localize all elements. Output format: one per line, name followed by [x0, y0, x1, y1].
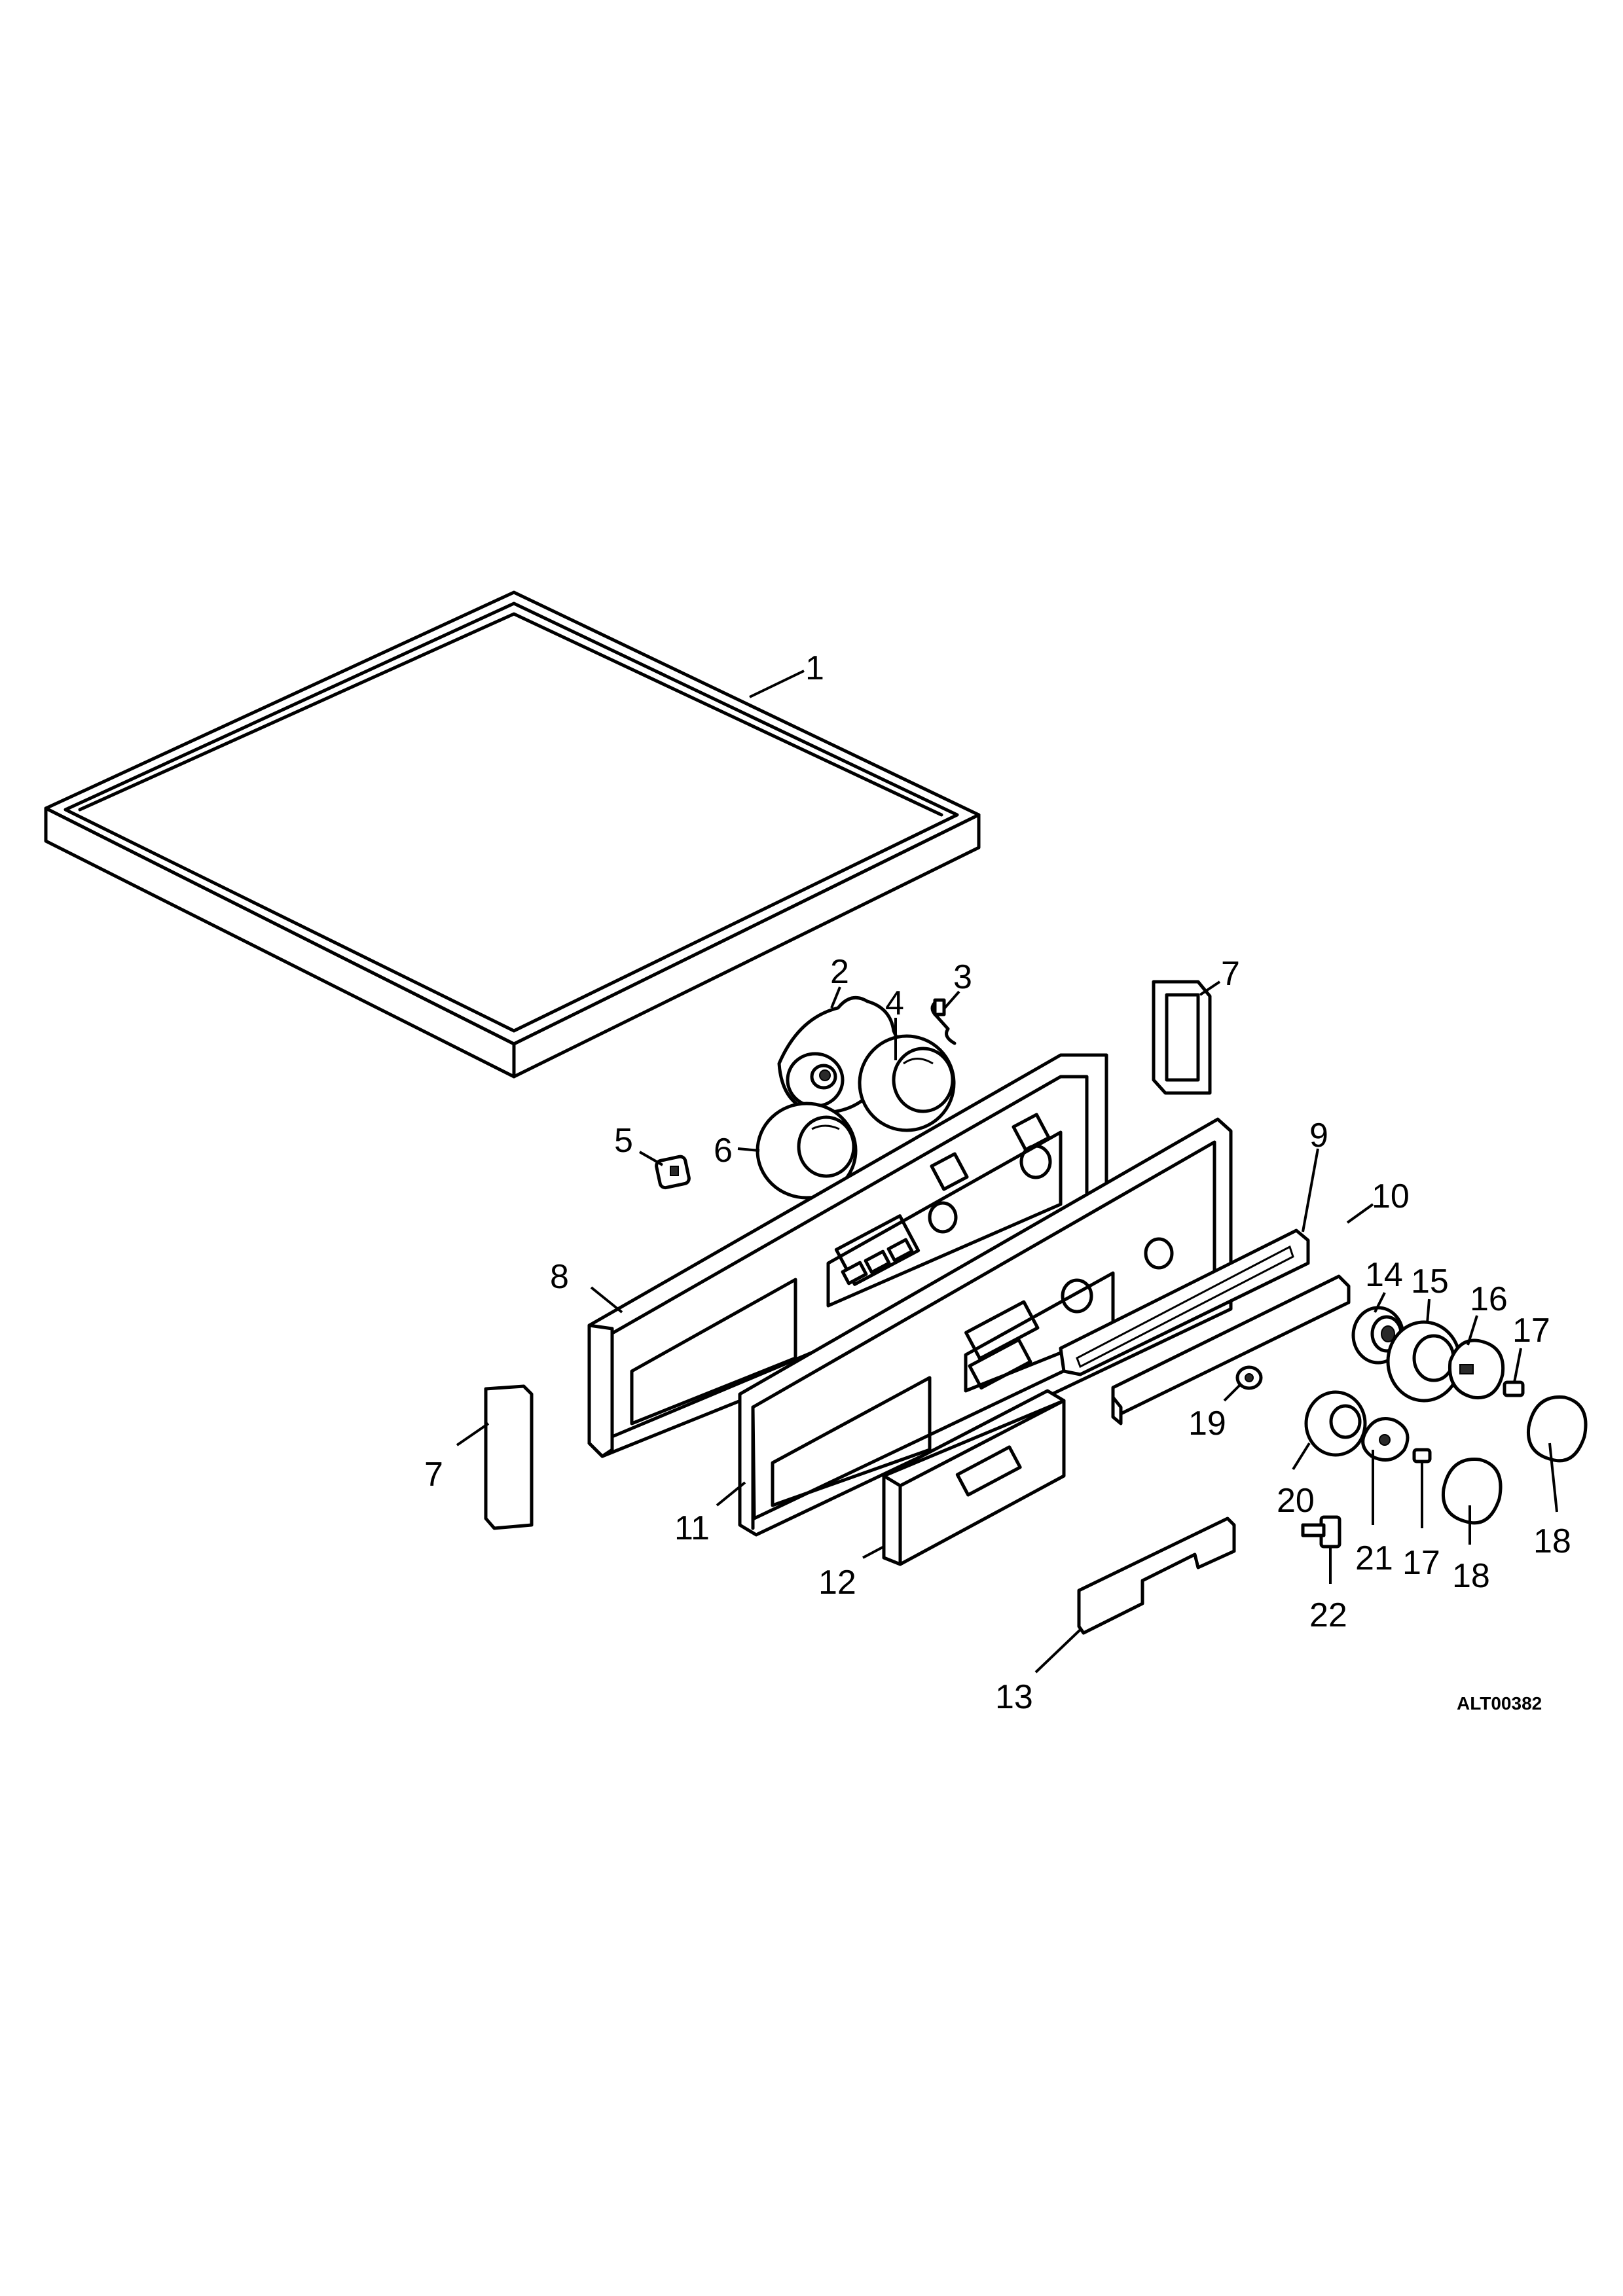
part-1-top-panel [44, 590, 981, 1079]
callout-21: 21 [1355, 1539, 1393, 1577]
callout-16: 16 [1470, 1280, 1508, 1318]
part-17-pin-lower [1412, 1448, 1432, 1463]
callout-18-right: 18 [1533, 1522, 1571, 1560]
part-18-cap-right [1526, 1395, 1588, 1463]
callout-11: 11 [674, 1509, 710, 1547]
part-5-button [655, 1155, 691, 1190]
part-17-pin-upper [1503, 1380, 1525, 1397]
part-4-knob [858, 1034, 956, 1132]
part-7-end-cap-lower [484, 1384, 534, 1530]
part-6-knob [756, 1102, 858, 1200]
callout-14: 14 [1365, 1256, 1403, 1294]
callout-12: 12 [818, 1564, 856, 1602]
part-15-dial-ring [1386, 1320, 1462, 1403]
part-13-cover-plate [1077, 1516, 1236, 1635]
callout-18-lower: 18 [1452, 1557, 1490, 1595]
callout-17-upper: 17 [1512, 1312, 1550, 1350]
part-21-coupler [1361, 1417, 1410, 1462]
part-22-key [1301, 1515, 1341, 1549]
callout-17-lower: 17 [1402, 1544, 1440, 1582]
callout-10: 10 [1372, 1177, 1410, 1215]
callout-15: 15 [1411, 1263, 1449, 1300]
callout-4: 4 [885, 984, 904, 1022]
leader-lines [456, 670, 1558, 1674]
callout-22: 22 [1309, 1596, 1347, 1634]
callout-9: 9 [1309, 1117, 1328, 1155]
part-18-cap-lower [1441, 1458, 1503, 1525]
part-19-screw [1235, 1365, 1263, 1390]
callout-8: 8 [550, 1258, 569, 1296]
part-12-bracket [882, 1389, 1066, 1566]
reference-code: ALT00382 [1457, 1693, 1542, 1713]
part-8-console-frame-rear [587, 1053, 1108, 1458]
callout-3: 3 [953, 958, 972, 996]
callout-19: 19 [1188, 1405, 1226, 1443]
callout-6: 6 [714, 1132, 733, 1170]
part-16-knob [1448, 1338, 1505, 1400]
part-3-clip [930, 998, 957, 1045]
callout-7-upper: 7 [1221, 955, 1240, 993]
part-7-end-cap-upper [1152, 980, 1212, 1095]
callout-20: 20 [1277, 1482, 1315, 1520]
part-20-hub [1304, 1390, 1367, 1457]
callout-13: 13 [995, 1678, 1033, 1716]
callout-1: 1 [805, 649, 824, 687]
callout-labels: 1 2 3 4 5 6 7 7 8 9 10 11 12 13 14 15 16… [424, 649, 1571, 1716]
callout-7-lower: 7 [424, 1456, 443, 1494]
callout-2: 2 [830, 953, 849, 991]
part-10-lower-trim [1111, 1274, 1351, 1426]
part-9-trim-strip [1059, 1229, 1310, 1376]
callout-5: 5 [614, 1122, 633, 1160]
